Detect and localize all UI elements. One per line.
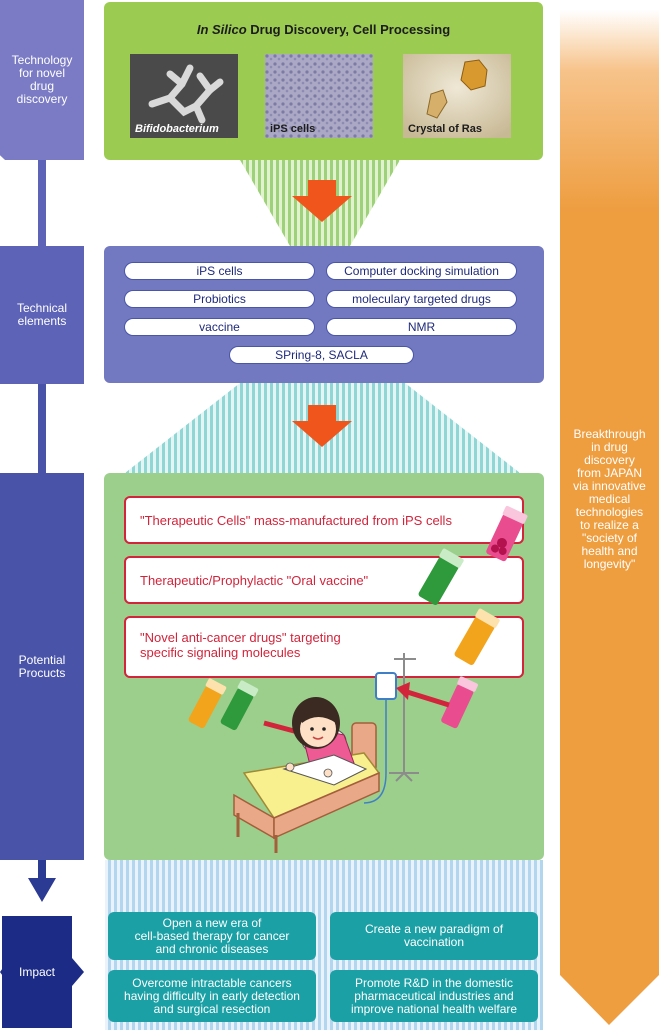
pill-computer-docking: Computer docking simulation bbox=[326, 262, 517, 280]
impact-right-notch-icon bbox=[72, 958, 84, 986]
ips-cells-image: iPS cells bbox=[265, 54, 373, 138]
pill-probiotics: Probiotics bbox=[124, 290, 315, 308]
pill-targeted-drugs: moleculary targeted drugs bbox=[326, 290, 517, 308]
crystal-illustration-icon bbox=[403, 54, 511, 138]
green-bottle-icon bbox=[418, 548, 464, 605]
product-therapeutic-cells-label: "Therapeutic Cells" mass-manufactured fr… bbox=[140, 512, 452, 528]
crystal-of-ras-image: Crystal of Ras bbox=[403, 54, 511, 138]
pill-spring8-sacla: SPring-8, SACLA bbox=[229, 346, 414, 364]
sidebar-impact-label: Impact bbox=[18, 964, 55, 979]
impact-left-notch-icon bbox=[0, 958, 10, 986]
down-arrow-2-icon bbox=[292, 405, 352, 447]
right-banner-shape bbox=[560, 10, 659, 1025]
pink-bottle-icon bbox=[486, 505, 528, 562]
sidebar-connector-3 bbox=[38, 860, 46, 880]
iv-stand-icon bbox=[363, 653, 419, 804]
sidebar-products-label: Potential Procucts bbox=[18, 652, 66, 680]
product-anti-cancer-label: "Novel anti-cancer drugs" targeting spec… bbox=[140, 630, 341, 660]
green-small-bottle-icon bbox=[220, 680, 259, 731]
impact-domestic-rnd: Promote R&D in the domestic pharmaceutic… bbox=[330, 970, 538, 1022]
product-anti-cancer-drugs: "Novel anti-cancer drugs" targeting spec… bbox=[124, 616, 524, 678]
ips-cells-caption: iPS cells bbox=[270, 123, 316, 135]
technology-title: In Silico Drug Discovery, Cell Processin… bbox=[104, 22, 543, 37]
sidebar-technology: Technology for novel drug discovery bbox=[0, 0, 84, 160]
patient-girl-icon bbox=[282, 697, 368, 786]
technology-box: In Silico Drug Discovery, Cell Processin… bbox=[104, 2, 543, 160]
impact-cell-based-therapy: Open a new era of cell-based therapy for… bbox=[108, 912, 316, 960]
product-therapeutic-cells: "Therapeutic Cells" mass-manufactured fr… bbox=[124, 496, 524, 544]
sidebar-potential-products: Potential Procucts bbox=[0, 473, 84, 860]
sidebar-technology-label: Technology for novel drug discovery bbox=[11, 53, 73, 106]
bacteria-illustration-icon bbox=[130, 54, 238, 138]
impact-vaccination-paradigm: Create a new paradigm of vaccination bbox=[330, 912, 538, 960]
sidebar-impact: Impact bbox=[2, 916, 72, 1028]
sidebar-technical-label: Technical elements bbox=[16, 301, 68, 328]
down-arrow-1-icon bbox=[292, 180, 352, 222]
product-oral-vaccine-label: Therapeutic/Prophylactic "Oral vaccine" bbox=[140, 572, 369, 588]
sidebar-down-arrow-icon bbox=[28, 878, 56, 902]
orange-bottle-icon bbox=[454, 608, 500, 665]
pink-small-bottle-icon bbox=[441, 676, 478, 729]
patient-illustration bbox=[188, 505, 528, 853]
sidebar-technical-elements: Technical elements bbox=[0, 246, 84, 384]
sidebar-connector-1 bbox=[38, 160, 46, 246]
technology-title-emphasis: In Silico bbox=[196, 22, 247, 37]
bifidobacterium-caption: Bifidobacterium bbox=[135, 123, 219, 135]
pill-vaccine: vaccine bbox=[124, 318, 315, 336]
orange-small-bottle-icon bbox=[188, 678, 227, 729]
crystal-caption: Crystal of Ras bbox=[408, 123, 482, 135]
cells-texture-icon bbox=[265, 54, 373, 138]
sidebar-connector-2 bbox=[38, 384, 46, 474]
red-arrow-left-icon bbox=[396, 682, 450, 708]
pill-nmr: NMR bbox=[326, 318, 517, 336]
impact-intractable-cancers: Overcome intractable cancers having diff… bbox=[108, 970, 316, 1022]
bifidobacterium-image: Bifidobacterium bbox=[130, 54, 238, 138]
right-banner-text: Breakthrough in drug discovery from JAPA… bbox=[573, 427, 646, 571]
pill-ips-cells: iPS cells bbox=[124, 262, 315, 280]
technology-title-rest: Drug Discovery, Cell Processing bbox=[246, 22, 451, 37]
